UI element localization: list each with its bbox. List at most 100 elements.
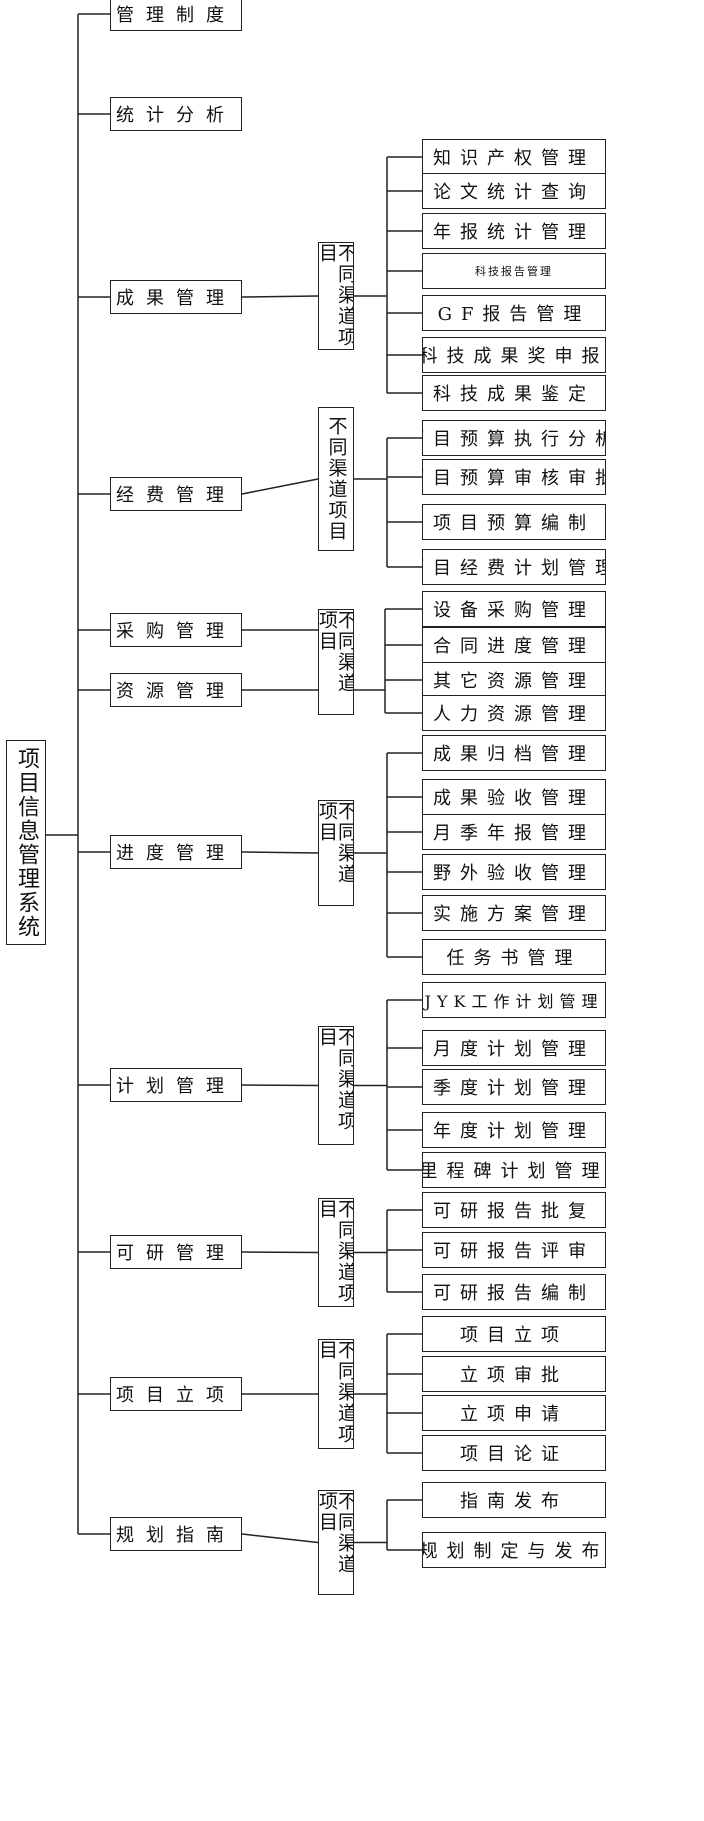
- channel-group-node[interactable]: 不同渠道项目: [318, 1198, 354, 1307]
- function-node[interactable]: 成果归档管理: [422, 735, 606, 771]
- function-node[interactable]: 立项申请: [422, 1395, 606, 1431]
- function-node[interactable]: 任务书管理: [422, 939, 606, 975]
- function-node-label: 科技成果鉴定: [433, 384, 595, 405]
- module-node[interactable]: 规划指南: [110, 1517, 242, 1551]
- module-node-label: 资源管理: [116, 681, 236, 702]
- function-node[interactable]: 可研报告批复: [422, 1192, 606, 1228]
- function-node[interactable]: 项目预算执行分析: [422, 420, 606, 456]
- function-node-label: GF报告管理: [437, 304, 591, 325]
- module-node[interactable]: 资源管理: [110, 673, 242, 707]
- channel-group-node[interactable]: 不同渠道项目: [318, 800, 354, 906]
- function-node[interactable]: 月季年报管理: [422, 814, 606, 850]
- channel-group-node-label: 不同渠道项目: [318, 1027, 354, 1132]
- module-node-label: 经费管理: [116, 485, 236, 506]
- function-node-label: 指南发布: [460, 1491, 568, 1512]
- channel-group-node[interactable]: 不同渠道项目: [318, 407, 354, 551]
- function-node-label: 可研报告评审: [433, 1241, 595, 1262]
- module-node[interactable]: 可研管理: [110, 1235, 242, 1269]
- function-node-label: 月度计划管理: [433, 1039, 595, 1060]
- function-node[interactable]: 年报统计管理: [422, 213, 606, 249]
- function-node-label: 成果验收管理: [433, 788, 595, 809]
- module-node[interactable]: 统计分析: [110, 97, 242, 131]
- function-node[interactable]: 规划制定与发布: [422, 1532, 606, 1568]
- function-node-label: 成果归档管理: [433, 744, 595, 765]
- module-node-label: 可研管理: [116, 1243, 236, 1264]
- function-node[interactable]: 项目预算编制: [422, 504, 606, 540]
- function-node[interactable]: 立项审批: [422, 1356, 606, 1392]
- group-connector: [241, 478, 319, 495]
- function-node[interactable]: 可研报告编制: [422, 1274, 606, 1310]
- function-node[interactable]: 里程碑计划管理: [422, 1152, 606, 1188]
- function-node-label: 论文统计查询: [433, 182, 595, 203]
- function-node[interactable]: 年度计划管理: [422, 1112, 606, 1148]
- channel-group-node-label: 不同渠道项目: [318, 1340, 354, 1445]
- group-connector: [241, 1533, 319, 1544]
- channel-group-node-label: 不同渠道项目: [325, 416, 348, 542]
- function-node-label: 科技成果奖申报: [422, 346, 606, 367]
- module-node[interactable]: 经费管理: [110, 477, 242, 511]
- function-node-label: 人力资源管理: [433, 704, 595, 725]
- function-node[interactable]: 项目论证: [422, 1435, 606, 1471]
- function-node-label: 合同进度管理: [433, 636, 595, 657]
- module-node[interactable]: 计划管理: [110, 1068, 242, 1102]
- function-node[interactable]: 成果验收管理: [422, 779, 606, 815]
- module-node[interactable]: 成果管理: [110, 280, 242, 314]
- function-node-label: 项目预算执行分析: [423, 429, 605, 450]
- function-node-label: 设备采购管理: [433, 600, 595, 621]
- function-node[interactable]: 论文统计查询: [422, 173, 606, 209]
- module-node[interactable]: 采购管理: [110, 613, 242, 647]
- channel-group-node-label: 不同渠道项目: [318, 801, 354, 885]
- function-node-label: 科技报告管理: [475, 265, 553, 278]
- channel-group-node-label: 不同渠道项目: [318, 243, 354, 348]
- module-node-label: 成果管理: [116, 288, 236, 309]
- function-node-label: 项目预算审核审批: [423, 468, 605, 489]
- function-node-label: 里程碑计划管理: [422, 1161, 606, 1182]
- function-node[interactable]: 设备采购管理: [422, 591, 606, 627]
- module-node-label: 计划管理: [116, 1076, 236, 1097]
- function-node[interactable]: JYK工作计划管理: [422, 982, 606, 1018]
- function-node-label: 项目经费计划管理: [423, 558, 605, 579]
- function-node[interactable]: 科技成果奖申报: [422, 337, 606, 373]
- function-node[interactable]: 野外验收管理: [422, 854, 606, 890]
- module-node[interactable]: 项目立项: [110, 1377, 242, 1411]
- function-node-label: 项目预算编制: [433, 513, 595, 534]
- function-node[interactable]: 科技报告管理: [422, 253, 606, 289]
- function-node-label: 其它资源管理: [433, 671, 595, 692]
- root-node-label: 项目信息管理系统: [14, 746, 39, 939]
- group-connector: [241, 1251, 319, 1254]
- function-node[interactable]: GF报告管理: [422, 295, 606, 331]
- function-node[interactable]: 科技成果鉴定: [422, 375, 606, 411]
- function-node[interactable]: 项目预算审核审批: [422, 459, 606, 495]
- function-node-label: 规划制定与发布: [422, 1541, 606, 1562]
- function-node-label: 立项审批: [460, 1365, 568, 1386]
- root-node[interactable]: 项目信息管理系统: [6, 740, 46, 945]
- channel-group-node[interactable]: 不同渠道项目: [318, 1026, 354, 1145]
- function-node[interactable]: 实施方案管理: [422, 895, 606, 931]
- function-node[interactable]: 项目经费计划管理: [422, 549, 606, 585]
- channel-group-node[interactable]: 不同渠道项目: [318, 1490, 354, 1595]
- function-node[interactable]: 月度计划管理: [422, 1030, 606, 1066]
- function-node-label: 野外验收管理: [433, 863, 595, 884]
- function-node[interactable]: 合同进度管理: [422, 627, 606, 663]
- channel-group-node[interactable]: 不同渠道项目: [318, 1339, 354, 1449]
- function-node[interactable]: 指南发布: [422, 1482, 606, 1518]
- function-node[interactable]: 项目立项: [422, 1316, 606, 1352]
- function-node[interactable]: 可研报告评审: [422, 1232, 606, 1268]
- module-node[interactable]: 管理制度: [110, 0, 242, 31]
- module-node-label: 管理制度: [116, 5, 236, 26]
- function-node[interactable]: 知识产权管理: [422, 139, 606, 175]
- channel-group-node[interactable]: 不同渠道项目: [318, 242, 354, 350]
- channel-group-node[interactable]: 不同渠道项目: [318, 609, 354, 715]
- function-node[interactable]: 季度计划管理: [422, 1069, 606, 1105]
- function-node-label: 项目立项: [460, 1325, 568, 1346]
- function-node-label: JYK工作计划管理: [424, 992, 604, 1011]
- channel-group-node-label: 不同渠道项目: [318, 1491, 354, 1575]
- group-connector: [241, 1084, 319, 1087]
- function-node[interactable]: 其它资源管理: [422, 662, 606, 698]
- function-node-label: 知识产权管理: [433, 148, 595, 169]
- module-node[interactable]: 进度管理: [110, 835, 242, 869]
- function-node[interactable]: 人力资源管理: [422, 695, 606, 731]
- function-node-label: 可研报告批复: [433, 1201, 595, 1222]
